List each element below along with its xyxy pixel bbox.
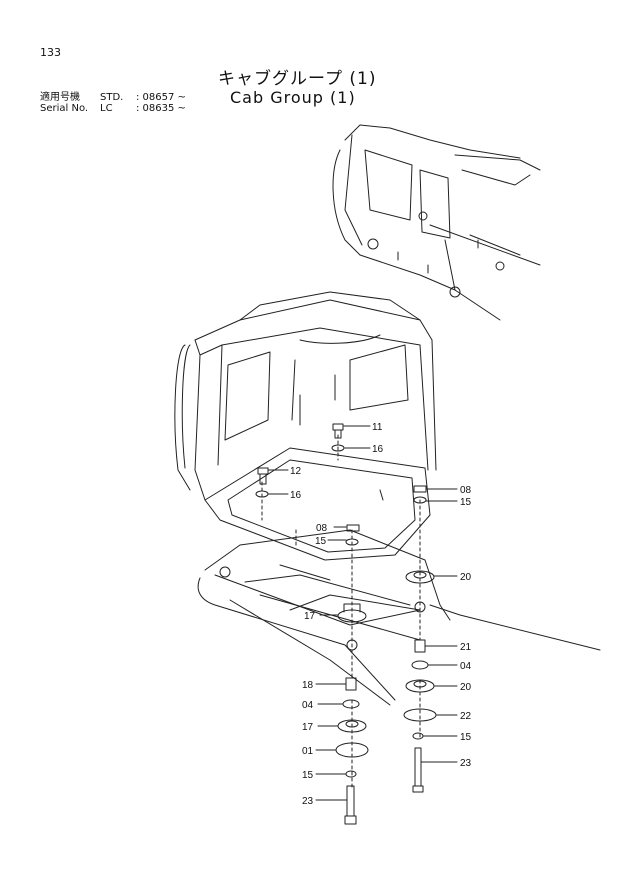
callout-label: 15 <box>302 770 314 781</box>
title-english: Cab Group (1) <box>230 88 356 107</box>
leader-lines <box>267 425 458 801</box>
washer-15 <box>412 732 424 740</box>
washer-15 <box>345 770 357 778</box>
callout-label: 18 <box>302 680 314 691</box>
bolt-23 <box>412 747 424 793</box>
callout-label: 08 <box>316 523 328 534</box>
callout-label: 04 <box>302 700 314 711</box>
bolt-12 <box>257 467 269 485</box>
nut-08 <box>413 485 427 493</box>
title-japanese: キャブグループ (1) <box>218 69 377 89</box>
nut-08 <box>346 524 360 532</box>
callout-label: 15 <box>460 497 472 508</box>
applicability-block: 適用号機 STD. : 08657 ~ Serial No. LC : 08635 ~ <box>40 92 186 114</box>
callout-label: 15 <box>315 536 327 547</box>
washer-04 <box>411 660 429 670</box>
callout-label: 17 <box>304 611 316 622</box>
applicability-row-std: 適用号機 STD. : 08657 ~ <box>40 92 186 103</box>
washer-15 <box>345 538 359 546</box>
mount-17 <box>337 609 367 623</box>
applicability-label: Serial No. <box>40 103 89 114</box>
applicability-code: LC <box>100 103 113 114</box>
cab-body <box>174 291 437 501</box>
callout-label: 21 <box>460 642 472 653</box>
callout-label: 12 <box>290 466 302 477</box>
callout-label: 23 <box>302 796 314 807</box>
callout-label: 04 <box>460 661 472 672</box>
bolt-11 <box>332 423 344 439</box>
assembly-lines <box>261 434 421 791</box>
spacer-18 <box>345 677 357 691</box>
applicability-label: 適用号機 <box>40 92 80 103</box>
callout-label: 22 <box>460 711 472 722</box>
applicability-row-lc: Serial No. LC : 08635 ~ <box>40 103 186 114</box>
mount-20 <box>405 570 435 584</box>
washer-16 <box>331 444 345 452</box>
callout-label: 16 <box>290 490 302 501</box>
callout-label: 16 <box>372 444 384 455</box>
callout-label: 20 <box>460 572 472 583</box>
callout-label: 20 <box>460 682 472 693</box>
callout-label: 08 <box>460 485 472 496</box>
callout-label: 15 <box>460 732 472 743</box>
spacer-21 <box>414 639 426 653</box>
callout-label: 11 <box>372 422 383 433</box>
applicability-code: STD. <box>100 92 124 103</box>
callout-label: 17 <box>302 722 314 733</box>
callout-label: 01 <box>302 746 314 757</box>
mounting-plate <box>197 529 601 706</box>
applicability-value: : 08657 ~ <box>136 92 186 103</box>
washer-04 <box>342 699 360 709</box>
callout-labels: 11 16 12 16 08 15 08 15 20 17 21 04 18 2… <box>290 422 472 807</box>
washer-15 <box>413 496 427 504</box>
bolt-23 <box>344 785 357 825</box>
cab-floor-frame <box>204 447 431 561</box>
callout-label: 23 <box>460 758 472 769</box>
applicability-value: : 08635 ~ <box>136 103 186 114</box>
page-number: 133 <box>40 46 61 59</box>
inset-cab-view <box>332 124 541 321</box>
